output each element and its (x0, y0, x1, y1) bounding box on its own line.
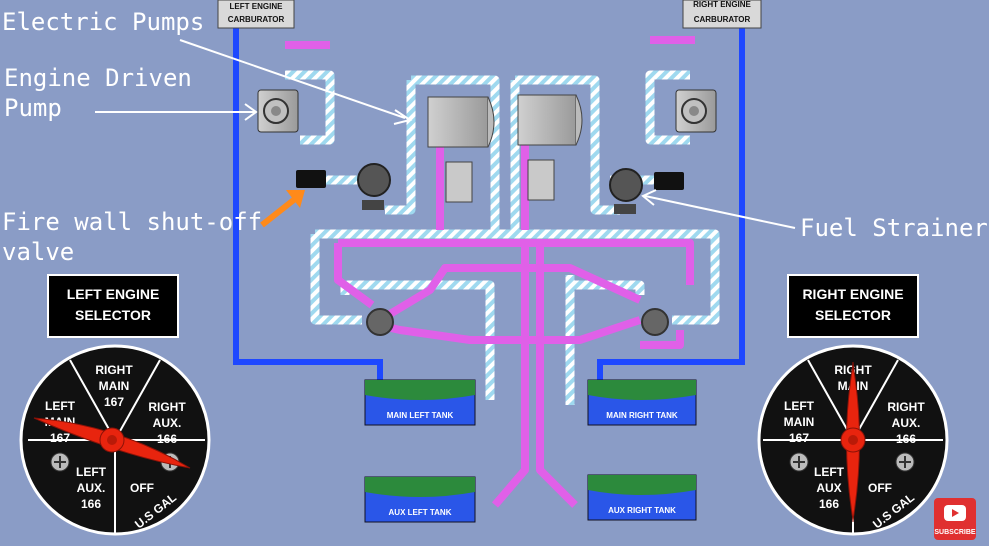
tank-aux-right-label: AUX RIGHT TANK (608, 506, 676, 515)
carburetor-left-line2: CARBURATOR (228, 15, 285, 24)
right-dial-left-main-2: MAIN (784, 415, 815, 429)
left-dial-right-main-2: MAIN (99, 379, 130, 393)
right-dial-left-aux-2: AUX (816, 481, 841, 495)
right-dial-screw-left (789, 452, 809, 472)
left-dial-left-aux-1: LEFT (76, 465, 107, 479)
left-dial-right-aux-3: 166 (157, 432, 177, 446)
tank-main-right: MAIN RIGHT TANK (587, 379, 697, 426)
carburetor-right: RIGHT ENGINE CARBURATOR (682, 0, 762, 29)
left-dial-right-aux-1: RIGHT (148, 400, 186, 414)
left-dial-off: OFF (130, 481, 154, 495)
tank-aux-left: AUX LEFT TANK (364, 476, 476, 523)
annotation-engine-driven-pump: Engine Driven Pump (4, 64, 258, 122)
right-selector-title-line1: RIGHT ENGINE (802, 286, 903, 302)
right-dial-screw-right (895, 452, 915, 472)
left-dial-left-main-1: LEFT (45, 399, 76, 413)
annotation-electric-pumps-text: Electric Pumps (2, 8, 204, 36)
right-dial-left-aux-1: LEFT (814, 465, 845, 479)
selector-valve-right (641, 308, 669, 336)
play-icon (952, 509, 959, 517)
left-selector-title-line2: SELECTOR (75, 307, 151, 323)
pressure-lines (233, 25, 745, 382)
right-selector-title-line2: SELECTOR (815, 307, 891, 323)
annotation-electric-pumps: Electric Pumps (2, 8, 413, 125)
annotation-fuel-strainer-text: Fuel Strainer (800, 214, 988, 242)
carburetor-right-line1: RIGHT ENGINE (693, 0, 751, 9)
left-selector-title-line1: LEFT ENGINE (67, 286, 160, 302)
left-dial-right-main-3: 167 (104, 395, 124, 409)
fuel-strainer-left (357, 163, 391, 210)
right-dial-left-main-3: 167 (789, 431, 809, 445)
electric-pump-left (427, 96, 495, 203)
annotation-fuel-strainer: Fuel Strainer (641, 189, 988, 242)
carburetor-left: LEFT ENGINE CARBURATOR (217, 0, 295, 29)
right-dial-off: OFF (868, 481, 892, 495)
left-dial-right-main-1: RIGHT (95, 363, 133, 377)
annotation-engine-driven-pump-line2: Pump (4, 94, 62, 122)
engine-driven-pump-right (675, 89, 717, 133)
fuel-strainer-right (609, 168, 643, 214)
fuel-lines (285, 36, 695, 508)
left-dial-left-aux-2: AUX. (77, 481, 106, 495)
firewall-valve-left (296, 170, 326, 188)
subscribe-button[interactable]: SUBSCRIBE (934, 498, 976, 540)
carburetor-right-line2: CARBURATOR (694, 15, 751, 24)
tank-main-left-label: MAIN LEFT TANK (387, 411, 454, 420)
right-selector-title: RIGHT ENGINE SELECTOR (787, 274, 919, 338)
electric-pump-right (517, 94, 583, 201)
annotation-firewall-valve-line2: valve (2, 238, 74, 266)
right-selector-dial[interactable]: RIGHT MAIN LEFT MAIN 167 RIGHT AUX. 166 … (757, 344, 949, 536)
left-selector-dial[interactable]: RIGHT MAIN 167 LEFT MAIN 167 RIGHT AUX. … (19, 344, 211, 536)
right-dial-right-aux-1: RIGHT (887, 400, 925, 414)
left-dial-screw-left (50, 452, 70, 472)
left-dial-left-aux-3: 166 (81, 497, 101, 511)
engine-driven-pump-left (257, 89, 299, 133)
carburetor-left-line1: LEFT ENGINE (230, 2, 284, 11)
tank-aux-left-label: AUX LEFT TANK (389, 508, 452, 517)
tank-main-right-label: MAIN RIGHT TANK (606, 411, 678, 420)
firewall-valve-right (654, 172, 684, 190)
annotation-firewall-valve-line1: Fire wall shut-off (2, 208, 262, 236)
tank-main-left: MAIN LEFT TANK (364, 379, 476, 426)
left-selector-title: LEFT ENGINE SELECTOR (47, 274, 179, 338)
right-dial-left-main-1: LEFT (784, 399, 815, 413)
selector-valve-left (366, 308, 394, 336)
left-dial-left-main-3: 167 (50, 431, 70, 445)
right-dial-right-aux-2: AUX. (892, 416, 921, 430)
annotation-firewall-valve: Fire wall shut-off valve (2, 190, 305, 266)
left-dial-right-aux-2: AUX. (153, 416, 182, 430)
right-dial-pointer[interactable] (840, 361, 866, 523)
tank-aux-right: AUX RIGHT TANK (587, 474, 697, 521)
subscribe-label: SUBSCRIBE (934, 529, 976, 536)
right-dial-left-aux-3: 166 (819, 497, 839, 511)
annotation-engine-driven-pump-line1: Engine Driven (4, 64, 192, 92)
right-dial-right-aux-3: 166 (896, 432, 916, 446)
left-dial-pointer[interactable] (33, 417, 191, 469)
